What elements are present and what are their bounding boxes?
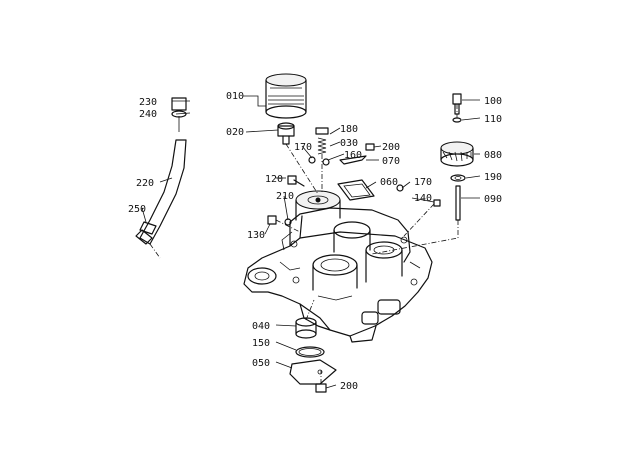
label-060: 060 xyxy=(380,177,398,188)
label-030: 030 xyxy=(340,138,358,149)
small-fasteners xyxy=(267,143,441,393)
label-180: 180 xyxy=(340,124,358,135)
label-130: 130 xyxy=(247,230,265,241)
label-220: 220 xyxy=(136,178,154,189)
bottom-cover-parts xyxy=(289,299,337,385)
label-170-left: 170 xyxy=(294,142,312,153)
label-020: 020 xyxy=(226,127,244,138)
label-050: 050 xyxy=(252,358,270,369)
label-120: 120 xyxy=(265,174,283,185)
label-200-top: 200 xyxy=(382,142,400,153)
label-110: 110 xyxy=(484,114,502,125)
label-200-bottom: 200 xyxy=(340,381,358,392)
label-140: 140 xyxy=(414,193,432,204)
filter-adapter-020 xyxy=(277,122,319,195)
label-160: 160 xyxy=(344,150,362,161)
relief-valve-parts xyxy=(315,127,330,192)
label-190: 190 xyxy=(484,172,502,183)
leader-lines xyxy=(141,95,481,389)
label-150: 150 xyxy=(252,338,270,349)
drive-gear-assembly xyxy=(371,93,474,255)
oil-filter-010 xyxy=(265,73,307,119)
label-230: 230 xyxy=(139,97,157,108)
dipstick-guide-assembly xyxy=(135,97,187,259)
label-010: 010 xyxy=(226,91,244,102)
label-250: 250 xyxy=(128,204,146,215)
label-210: 210 xyxy=(276,191,294,202)
label-040: 040 xyxy=(252,321,270,332)
main-housing xyxy=(243,190,433,343)
label-240: 240 xyxy=(139,109,157,120)
part-labels: 010 020 180 030 160 070 200 170 120 210 … xyxy=(128,91,502,392)
label-070: 070 xyxy=(382,156,400,167)
label-100: 100 xyxy=(484,96,502,107)
label-080: 080 xyxy=(484,150,502,161)
label-170-right: 170 xyxy=(414,177,432,188)
cover-plates xyxy=(337,155,375,201)
label-090: 090 xyxy=(484,194,502,205)
